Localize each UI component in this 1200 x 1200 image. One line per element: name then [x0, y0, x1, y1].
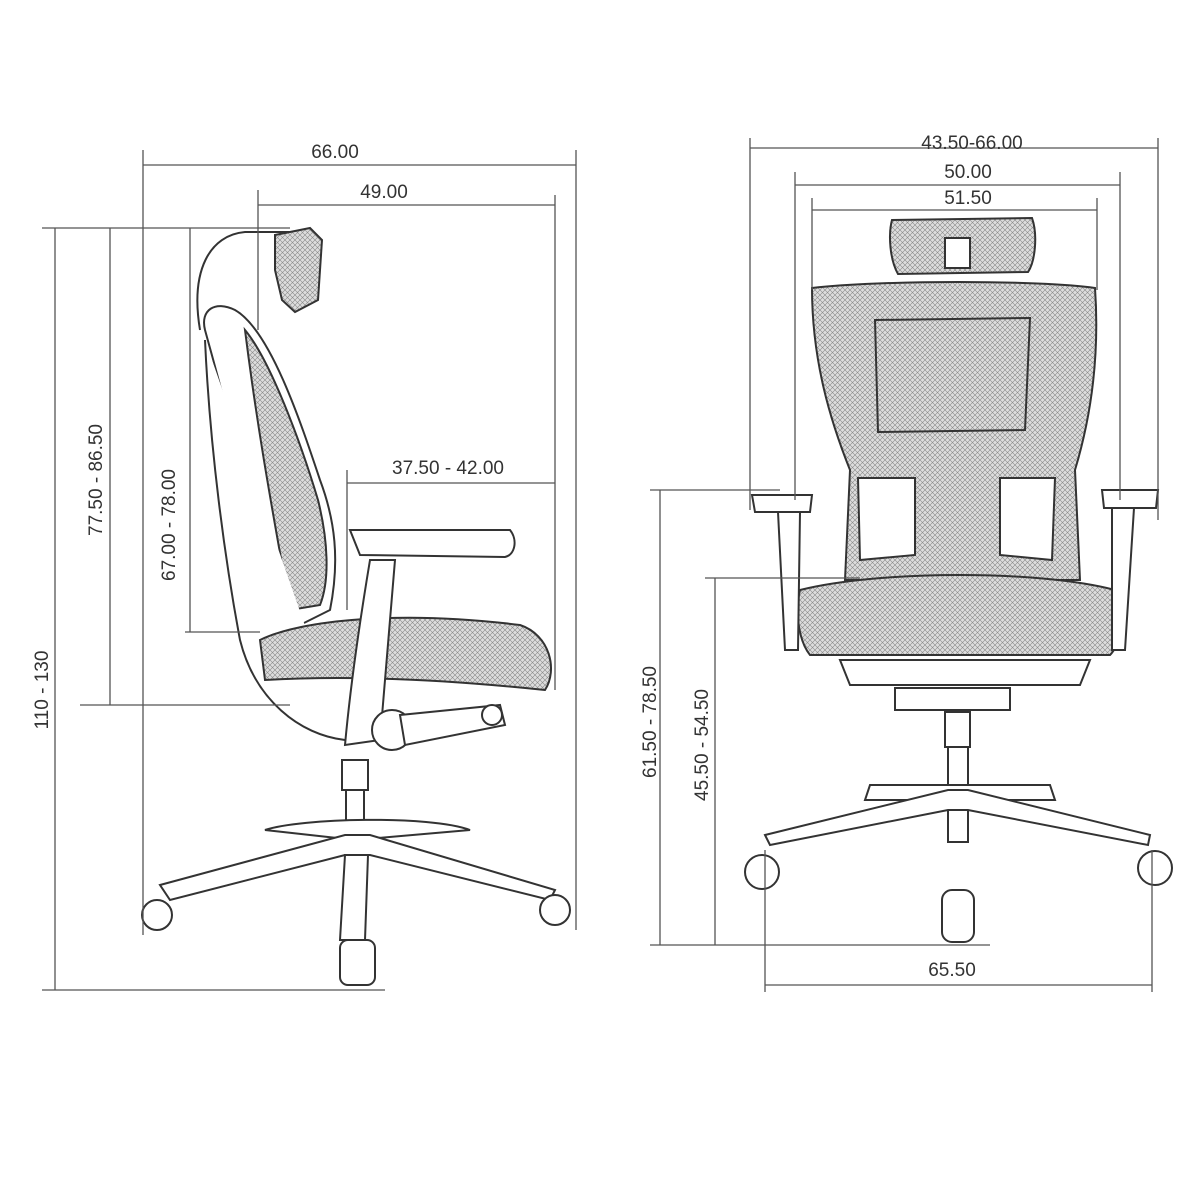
side-seat-back-depth-label: 49.00: [360, 182, 408, 203]
front-armrest-height-label: 61.50 - 78.50: [640, 666, 661, 778]
front-back-width-label: 50.00: [944, 162, 992, 183]
side-overall-height-label: 110 - 130: [32, 651, 53, 730]
front-armrest-width-label: 43.50-66.00: [921, 133, 1022, 154]
side-back-height-armrest-label: 77.50 - 86.50: [86, 424, 107, 536]
side-overall-depth-label: 66.00: [311, 142, 359, 163]
side-seat-depth-label: 37.50 - 42.00: [392, 458, 504, 479]
front-dimension-lines: [650, 138, 1159, 992]
side-view-chair: [141, 226, 571, 986]
side-back-height-seat-label: 67.00 - 78.00: [159, 469, 180, 581]
front-view-chair: [744, 216, 1173, 943]
side-dimension-lines: [42, 150, 577, 991]
front-seat-height-label: 45.50 - 54.50: [692, 689, 713, 801]
front-seat-width-label: 51.50: [944, 188, 992, 209]
front-base-width-label: 65.50: [928, 960, 976, 981]
